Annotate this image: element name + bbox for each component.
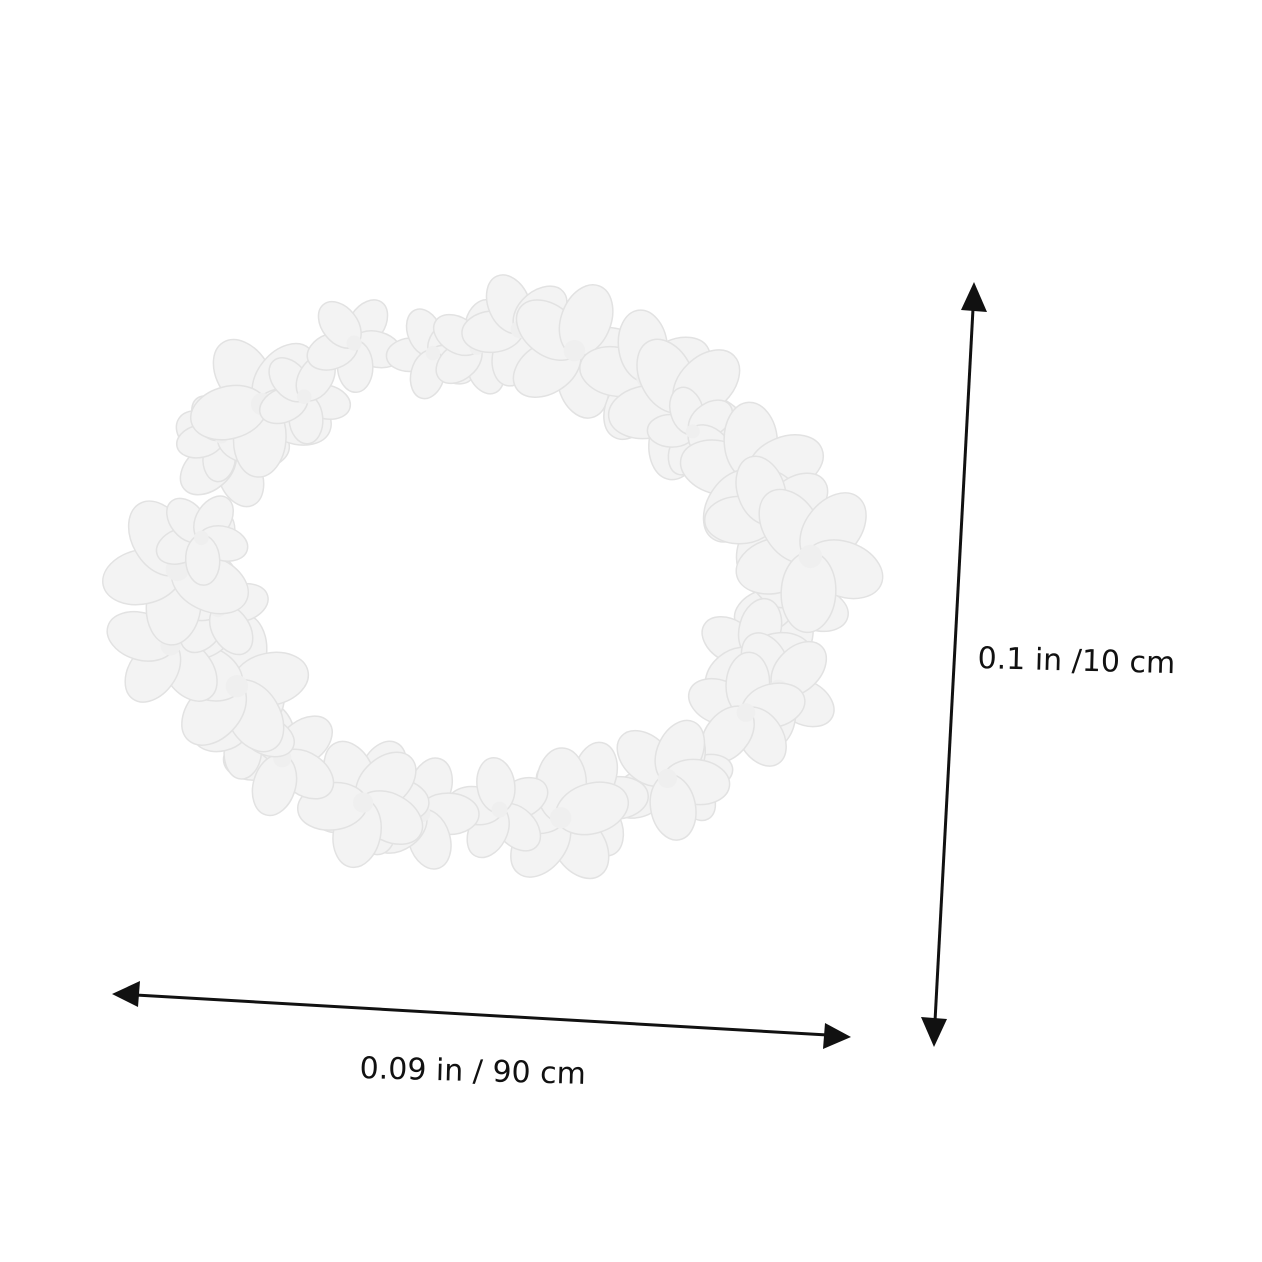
lei-flower-center bbox=[736, 703, 756, 722]
lei-flower-center bbox=[563, 339, 586, 362]
lei-flower bbox=[306, 299, 403, 394]
lei-flower bbox=[687, 651, 806, 767]
height-dimension-arrow bbox=[921, 282, 987, 1047]
lei-flower-center bbox=[225, 675, 249, 698]
lei-flower-center bbox=[657, 768, 678, 789]
lei-flower bbox=[735, 488, 884, 634]
flower-lei-wreath bbox=[102, 274, 884, 880]
lei-flower-center bbox=[550, 807, 572, 829]
width-dimension-arrow bbox=[112, 981, 851, 1049]
lei-flower-center bbox=[296, 389, 312, 405]
lei-flower-center bbox=[194, 530, 209, 546]
lei-flower-center bbox=[425, 345, 441, 361]
arrowhead-left-icon bbox=[112, 981, 140, 1007]
arrowhead-up-icon bbox=[961, 282, 987, 312]
height-dimension-label: 0.1 in /10 cm bbox=[977, 641, 1176, 682]
width-dimension-label: 0.09 in / 90 cm bbox=[359, 1051, 587, 1092]
lei-flower-center bbox=[353, 792, 374, 813]
arrowhead-down-icon bbox=[921, 1017, 947, 1047]
lei-flower-center bbox=[491, 801, 508, 818]
lei-flower bbox=[155, 495, 249, 586]
lei-flower-center bbox=[798, 544, 823, 569]
lei-center-opening bbox=[320, 448, 620, 642]
arrowhead-right-icon bbox=[823, 1023, 851, 1049]
lei-flower-center bbox=[685, 424, 700, 439]
lei-flower-center bbox=[346, 335, 362, 351]
